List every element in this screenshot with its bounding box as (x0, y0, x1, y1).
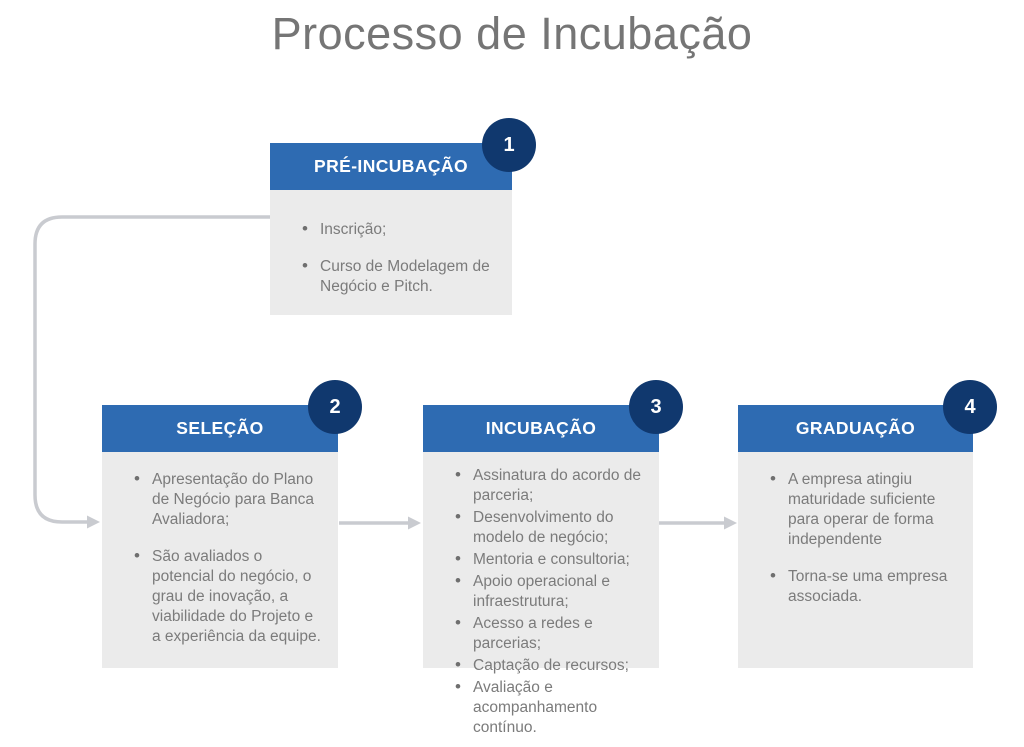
stage-card-selecao: SELEÇÃO 2 Apresentação do Plano de Negóc… (102, 380, 362, 668)
stage-item: Apresentação do Plano de Negócio para Ba… (132, 469, 326, 530)
stage-item: São avaliados o potencial do negócio, o … (132, 546, 326, 647)
stage-number: 2 (329, 395, 341, 418)
stage-card-graduacao: GRADUAÇÃO 4 A empresa atingiu maturidade… (738, 380, 997, 668)
stage-item: Captação de recursos; (453, 655, 655, 676)
stage-card-pre-incubacao: PRÉ-INCUBAÇÃO 1 Inscrição; Curso de Mode… (270, 118, 536, 315)
stage-number: 3 (650, 395, 662, 418)
stage-number-badge: 1 (482, 118, 536, 172)
stage-item: Assinatura do acordo de parceria; (453, 465, 655, 506)
stage-item: A empresa atingiu maturidade suficiente … (768, 469, 963, 550)
stage-number-badge: 2 (308, 380, 362, 434)
stage-item-list: Inscrição; Curso de Modelagem de Negócio… (270, 190, 512, 297)
stage-header: PRÉ-INCUBAÇÃO 1 (270, 118, 536, 190)
stage-header: SELEÇÃO 2 (102, 380, 362, 452)
page-title: Processo de Incubação (271, 8, 753, 59)
stage-number-badge: 4 (943, 380, 997, 434)
stage-title: INCUBAÇÃO (485, 418, 597, 438)
stage-item-list: A empresa atingiu maturidade suficiente … (738, 452, 973, 607)
stage-title: SELEÇÃO (176, 418, 264, 438)
stage-item-list: Apresentação do Plano de Negócio para Ba… (102, 452, 338, 647)
stage-item-list: Assinatura do acordo de parceria; Desenv… (423, 452, 659, 738)
stage-item: Apoio operacional e infraestrutura; (453, 571, 655, 612)
stage-title: PRÉ-INCUBAÇÃO (314, 156, 468, 176)
stage-item: Acesso a redes e parcerias; (453, 613, 655, 654)
stage-item: Mentoria e consultoria; (453, 549, 655, 570)
stage-title: GRADUAÇÃO (795, 418, 916, 438)
stage-number-badge: 3 (629, 380, 683, 434)
stage-card-incubacao: INCUBAÇÃO 3 Assinatura do acordo de parc… (423, 380, 683, 736)
stage-header: GRADUAÇÃO 4 (738, 380, 997, 452)
stage-item: Desenvolvimento do modelo de negócio; (453, 507, 655, 548)
stage-item: Curso de Modelagem de Negócio e Pitch. (300, 256, 496, 297)
stage-item: Torna-se uma empresa associada. (768, 566, 963, 607)
stage-number: 1 (503, 133, 515, 156)
stage-number: 4 (964, 395, 976, 418)
stage-item: Inscrição; (300, 219, 496, 240)
stage-header: INCUBAÇÃO 3 (423, 380, 683, 452)
stage-item: Avaliação e acompanhamento contínuo. (453, 677, 655, 738)
